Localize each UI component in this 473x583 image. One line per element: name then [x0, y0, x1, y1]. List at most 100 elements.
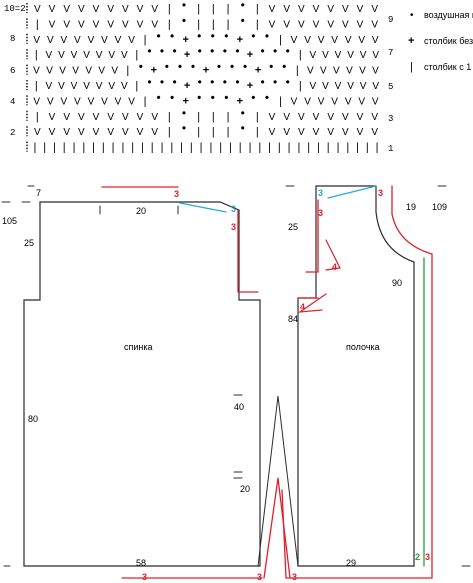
- stitch-v-symbol: V: [372, 35, 379, 46]
- stitch-v-symbol: V: [107, 4, 114, 15]
- stitch-v-symbol: V: [371, 4, 378, 15]
- measure-front-width-side: 90: [392, 278, 402, 288]
- stitch-v-symbol: V: [283, 19, 290, 30]
- stitch-v-symbol: V: [318, 96, 325, 107]
- stitch-dc-symbol: |: [212, 126, 215, 138]
- stitch-v-symbol: V: [331, 96, 338, 107]
- stitch-chain-symbol: •: [241, 0, 245, 12]
- stitch-dc-symbol: |: [33, 142, 36, 154]
- stitch-v-symbol: V: [342, 112, 349, 123]
- stitch-chain-symbol: •: [170, 29, 174, 43]
- stitch-chain-symbol: •: [210, 44, 214, 58]
- stitch-dc-symbol: |: [227, 18, 230, 30]
- stitch-v-symbol: V: [74, 96, 81, 107]
- chart-row-label-right: 3: [388, 114, 393, 124]
- stitch-v-symbol: V: [115, 96, 122, 107]
- stitch-sc-symbol: +: [184, 80, 190, 92]
- stitch-v-symbol: V: [78, 127, 85, 138]
- measure-front-side: 84: [288, 314, 298, 324]
- stitch-chain-symbol: •: [286, 44, 290, 58]
- stitch-v-symbol: V: [322, 81, 329, 92]
- stitch-v-symbol: V: [304, 35, 311, 46]
- stitch-chain-symbol: •: [182, 0, 186, 12]
- stitch-dc-symbol: |: [227, 111, 230, 123]
- front-blue-shoulder: [327, 185, 377, 199]
- legend-chain-label: воздушная петля: [424, 10, 473, 20]
- edge-count-red: 3: [425, 552, 430, 562]
- stitch-chain-symbol: •: [172, 75, 176, 89]
- stitch-dc-symbol: |: [73, 142, 76, 154]
- stitch-dc-symbol: |: [296, 65, 299, 77]
- stitch-v-symbol: V: [327, 4, 334, 15]
- stitch-dc-symbol: |: [366, 142, 369, 154]
- stitch-v-symbol: V: [71, 81, 78, 92]
- stitch-v-symbol: V: [318, 35, 325, 46]
- stitch-v-symbol: V: [128, 35, 135, 46]
- stitch-v-symbol: V: [46, 50, 53, 61]
- front-red-edge: [281, 185, 433, 579]
- stitch-v-symbol: V: [357, 112, 364, 123]
- stitch-dc-symbol: |: [36, 111, 39, 123]
- stitch-v-symbol: V: [108, 50, 115, 61]
- stitch-sc-symbol: +: [247, 80, 253, 92]
- stitch-v-symbol: V: [111, 66, 118, 77]
- edge-count-red-small: 4: [300, 302, 305, 312]
- stitch-dc-symbol: |: [256, 3, 259, 15]
- stitch-dc-symbol: |: [82, 142, 85, 154]
- stitch-v-symbol: V: [357, 4, 364, 15]
- stitch-v-symbol: V: [342, 19, 349, 30]
- stitch-v-symbol: V: [34, 4, 41, 15]
- stitch-v-symbol: V: [335, 81, 342, 92]
- stitch-chain-symbol: •: [224, 29, 228, 43]
- stitch-dc-symbol: |: [35, 80, 38, 92]
- stitch-dc-symbol: |: [299, 49, 302, 61]
- stitch-v-symbol: V: [107, 112, 114, 123]
- edge-count-red: 3: [257, 572, 262, 582]
- chart-row-label-right: 5: [388, 82, 393, 92]
- legend-sc-icon: +: [408, 35, 414, 47]
- stitch-v-symbol: V: [327, 127, 334, 138]
- stitch-v-symbol: V: [372, 96, 379, 107]
- stitch-chain-symbol: •: [273, 75, 277, 89]
- stitch-dc-symbol: |: [249, 142, 252, 154]
- stitch-chain-symbol: •: [286, 75, 290, 89]
- stitch-v-symbol: V: [283, 127, 290, 138]
- stitch-v-symbol: V: [333, 66, 340, 77]
- legend: • воздушная петля + столбик без накида |…: [408, 10, 473, 73]
- front-panel-outline: [297, 185, 415, 567]
- stitch-v-symbol: V: [61, 35, 68, 46]
- stitch-v-symbol: V: [46, 66, 53, 77]
- stitch-dc-symbol: |: [126, 65, 129, 77]
- stitch-dc-symbol: |: [209, 142, 212, 154]
- stitch-dc-symbol: |: [212, 18, 215, 30]
- stitch-dc-symbol: |: [212, 3, 215, 15]
- stitch-chain-symbol: •: [170, 90, 174, 104]
- stitch-chain-symbol: •: [260, 75, 264, 89]
- stitch-v-symbol: V: [359, 66, 366, 77]
- stitch-v-symbol: V: [78, 112, 85, 123]
- stitch-v-symbol: V: [345, 96, 352, 107]
- measure-back-top-left: 7: [36, 188, 41, 198]
- stitch-chain-symbol: •: [241, 106, 245, 120]
- stitch-dc-symbol: |: [35, 49, 38, 61]
- stitch-chain-symbol: •: [265, 90, 269, 104]
- stitch-v-symbol: V: [137, 4, 144, 15]
- stitch-chain-symbol: •: [265, 29, 269, 43]
- stitch-v-symbol: V: [96, 81, 103, 92]
- stitch-sc-symbol: +: [151, 65, 157, 77]
- edge-count-red: 3: [174, 189, 179, 199]
- stitch-chain-symbol: •: [210, 75, 214, 89]
- stitch-v-symbol: V: [371, 112, 378, 123]
- stitch-v-symbol: V: [310, 81, 317, 92]
- stitch-v-symbol: V: [63, 127, 70, 138]
- edge-count-red-small: 4: [332, 262, 337, 272]
- stitch-v-symbol: V: [101, 35, 108, 46]
- stitch-dc-symbol: |: [317, 142, 320, 154]
- stitch-v-symbol: V: [331, 35, 338, 46]
- stitch-chain-symbol: •: [182, 121, 186, 135]
- stitch-chain-symbol: •: [241, 121, 245, 135]
- stitch-chain-symbol: •: [160, 44, 164, 58]
- stitch-v-symbol: V: [59, 66, 66, 77]
- stitch-v-symbol: V: [342, 127, 349, 138]
